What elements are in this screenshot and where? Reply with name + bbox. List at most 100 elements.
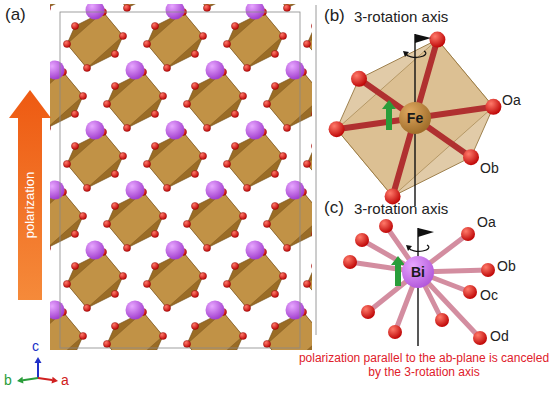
- oxygen-atom: [151, 142, 158, 149]
- oxygen-atom: [71, 230, 78, 237]
- octahedron-face: [147, 132, 203, 188]
- fe-octahedron: [307, 132, 312, 188]
- oxygen-atom: [243, 304, 250, 311]
- oxygen-atom: [311, 110, 312, 117]
- fe-octahedron: [67, 132, 123, 188]
- oxygen-atom: [191, 170, 198, 177]
- atom-label: Oa: [477, 214, 496, 230]
- panel-c-coordination: [343, 219, 495, 345]
- note-text: polarization parallel to the ab-plane is…: [296, 352, 552, 380]
- oxygen-atom: [123, 124, 130, 131]
- oxygen-atom: [463, 149, 479, 165]
- oxygen-atom: [239, 212, 246, 219]
- oxygen-atom: [271, 170, 278, 177]
- fe-octahedron: [107, 192, 163, 248]
- oxygen-atom: [71, 262, 78, 269]
- octahedron-face: [227, 12, 283, 68]
- oxygen-atom: [71, 22, 78, 29]
- oxygen-atom: [191, 82, 198, 89]
- oxygen-atom: [481, 263, 495, 277]
- c-axis-arrow: [35, 357, 42, 378]
- oxygen-atom: [303, 280, 310, 287]
- bismuth-atom: [206, 181, 225, 200]
- oxygen-atom: [283, 4, 290, 11]
- oxygen-atom: [231, 262, 238, 269]
- octahedron-face: [67, 132, 123, 188]
- oxygen-atom: [159, 332, 166, 339]
- fe-atom: Fe: [399, 102, 431, 134]
- oxygen-atom: [183, 220, 190, 227]
- oxygen-atom: [191, 322, 198, 329]
- fe-octahedron: [50, 192, 83, 248]
- oxygen-atom: [159, 92, 166, 99]
- panel-separator: [316, 5, 317, 335]
- axis-label: b: [4, 372, 12, 388]
- panel-title: 3-rotation axis: [354, 200, 448, 217]
- bismuth-atom: [246, 121, 265, 140]
- oxygen-atom: [119, 272, 126, 279]
- oxygen-atom: [329, 121, 345, 137]
- oxygen-atom: [50, 4, 51, 11]
- oxygen-atom: [279, 32, 286, 39]
- bismuth-atom: [286, 61, 305, 80]
- oxygen-atom: [283, 124, 290, 131]
- fe-octahedron: [147, 252, 203, 308]
- octahedron-face: [267, 72, 312, 128]
- axis-label: a: [61, 372, 69, 388]
- oxygen-atom: [271, 50, 278, 57]
- fe-octahedron: [227, 252, 283, 308]
- octahedron-face: [187, 192, 243, 248]
- oxygen-atom: [83, 184, 90, 191]
- oxygen-atom: [461, 227, 475, 241]
- octahedron-face: [50, 192, 83, 248]
- panel-a-structure: [50, 4, 312, 350]
- octahedron-face: [187, 4, 243, 8]
- oxygen-atom: [159, 212, 166, 219]
- oxygen-atom: [263, 100, 270, 107]
- oxygen-atom: [271, 322, 278, 329]
- oxygen-atom: [303, 40, 310, 47]
- fe-octahedron: [107, 72, 163, 128]
- panel-label: (b): [324, 6, 345, 26]
- oxygen-atom: [71, 110, 78, 117]
- oxygen-atom: [473, 331, 487, 345]
- oxygen-atom: [263, 220, 270, 227]
- oxygen-atom: [239, 332, 246, 339]
- oxygen-atom: [231, 230, 238, 237]
- octahedron-face: [50, 72, 83, 128]
- oxygen-atom: [463, 285, 477, 299]
- octahedron-face: [307, 132, 312, 188]
- octahedron-face: [67, 12, 123, 68]
- oxygen-atom: [311, 142, 312, 149]
- oxygen-atom: [79, 92, 86, 99]
- oxygen-atom: [203, 244, 210, 251]
- oxygen-atom: [111, 322, 118, 329]
- oxygen-atom: [355, 233, 369, 247]
- oxygen-atom: [83, 304, 90, 311]
- oxygen-atom: [485, 99, 501, 115]
- panel-title: 3-rotation axis: [354, 8, 448, 25]
- oxygen-atom: [279, 152, 286, 159]
- oxygen-atom: [163, 184, 170, 191]
- oxygen-atom: [223, 280, 230, 287]
- fe-octahedron: [67, 12, 123, 68]
- fe-octahedron: [307, 252, 312, 308]
- bismuth-atom: [126, 61, 145, 80]
- oxygen-atom: [71, 142, 78, 149]
- bismuth-atom: [286, 181, 305, 200]
- oxygen-atom: [63, 280, 70, 287]
- oxygen-atom: [163, 304, 170, 311]
- oxygen-atom: [111, 290, 118, 297]
- polarization-arrow: [9, 90, 51, 300]
- oxygen-atom: [231, 110, 238, 117]
- oxygen-atom: [435, 313, 449, 327]
- oxygen-atom: [119, 152, 126, 159]
- oxygen-atom: [151, 22, 158, 29]
- panel-label: (c): [324, 198, 344, 218]
- fe-octahedron: [50, 72, 83, 128]
- arrow-label: polarization: [23, 172, 38, 239]
- oxygen-atom: [361, 305, 375, 319]
- oxygen-atom: [231, 22, 238, 29]
- oxygen-atom: [203, 124, 210, 131]
